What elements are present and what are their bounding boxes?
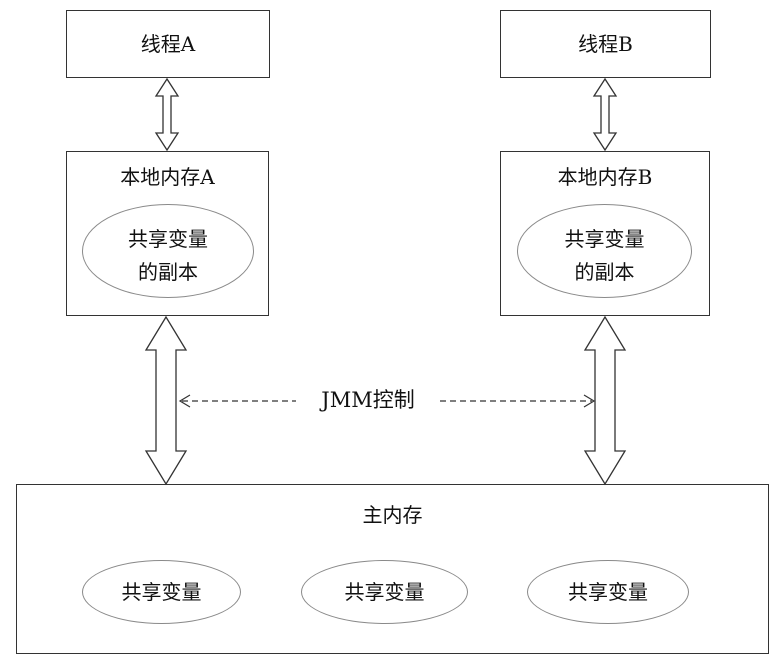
jmm-left-arrowhead bbox=[178, 394, 191, 408]
thread-a-box bbox=[66, 10, 270, 78]
thread-b-local-b-arrow bbox=[592, 77, 618, 152]
thread-b-box bbox=[500, 10, 711, 78]
jmm-control-label: JMM控制 bbox=[321, 388, 415, 412]
local-b-main-memory-arrow bbox=[583, 315, 627, 486]
main-memory-variable-label: 共享变量 bbox=[568, 580, 648, 604]
local-memory-b-copy-ellipse bbox=[517, 204, 692, 298]
thread-a-label: 线程A bbox=[140, 32, 196, 56]
local-a-main-memory-arrow bbox=[144, 315, 188, 486]
main-memory-variable-label: 共享变量 bbox=[344, 580, 425, 604]
thread-b-label: 线程B bbox=[578, 32, 633, 56]
main-memory-variable-label: 共享变量 bbox=[121, 580, 202, 604]
main-memory-variable-ellipse bbox=[527, 560, 689, 624]
local-memory-b-copy-line1: 共享变量 bbox=[564, 227, 645, 251]
thread-a-local-a-arrow bbox=[154, 77, 180, 152]
main-memory-variable-ellipse bbox=[301, 560, 468, 624]
local-memory-a-title: 本地内存A bbox=[120, 165, 215, 189]
main-memory-variable-ellipse bbox=[82, 560, 241, 624]
local-memory-b-title: 本地内存B bbox=[557, 165, 653, 189]
local-memory-a-copy-ellipse bbox=[82, 204, 254, 298]
jmm-right-arrowhead bbox=[583, 394, 596, 408]
main-memory-title: 主内存 bbox=[362, 503, 423, 527]
local-memory-a-copy-line1: 共享变量 bbox=[128, 227, 208, 251]
local-memory-a-copy-line2: 的副本 bbox=[138, 260, 198, 284]
local-memory-b-copy-line2: 的副本 bbox=[574, 260, 635, 284]
